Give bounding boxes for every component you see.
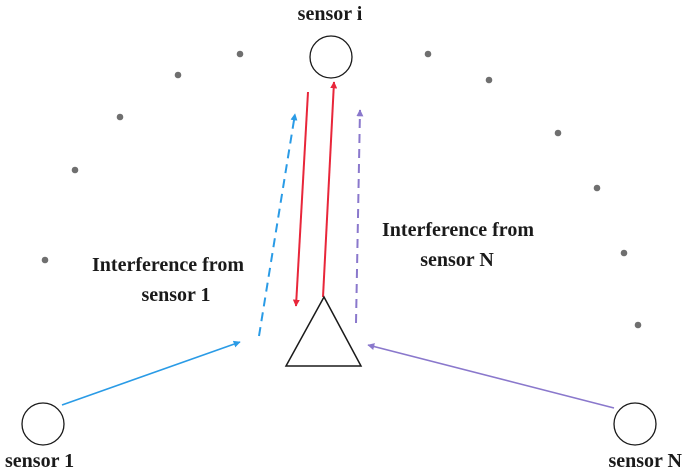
blue-signal-arrow: [61, 340, 241, 406]
sensor-dot: [620, 249, 628, 257]
interference-sensor-N-line1: Interference from: [382, 219, 534, 241]
other-sensors-arc: [41, 50, 642, 329]
target-triangle-icon: [284, 295, 363, 367]
sensor-dot: [593, 184, 601, 192]
purple-signal-arrow: [367, 343, 615, 409]
sensor-dot: [116, 113, 124, 121]
sensor-dot: [424, 50, 432, 58]
sensor-dot: [485, 76, 493, 84]
sensor-N-label: sensor N: [608, 450, 682, 472]
sensor-1-label: sensor 1: [5, 450, 74, 472]
purple-interference-dashed-arrow: [355, 109, 364, 324]
sensor-dot: [174, 71, 182, 79]
sensor-dot: [41, 256, 49, 264]
red-signal-up-arrow: [322, 81, 338, 298]
interference-sensor-1-line1: Interference from: [92, 254, 244, 276]
sensor-i-circle-icon: [309, 35, 353, 79]
sensor-i-label: sensor i: [298, 3, 363, 25]
sensor-dot: [71, 166, 79, 174]
sensor-dot: [554, 129, 562, 137]
sensor-N-circle-icon: [613, 402, 657, 446]
sensor-1-circle-icon: [21, 402, 65, 446]
interference-sensor-1-line2: sensor 1: [141, 284, 210, 306]
red-signal-down-arrow: [292, 91, 309, 307]
sensor-dot: [634, 321, 642, 329]
blue-interference-dashed-arrow: [258, 113, 298, 337]
sensor-dot: [236, 50, 244, 58]
interference-sensor-N-line2: sensor N: [420, 249, 494, 271]
